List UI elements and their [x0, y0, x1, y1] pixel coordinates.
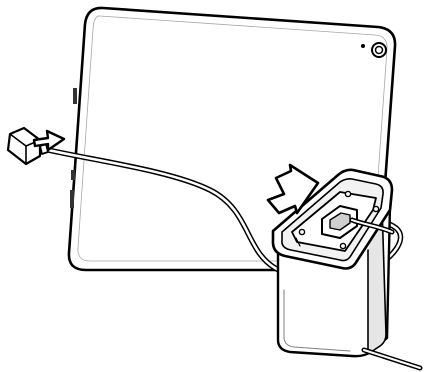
insert-arrow-left	[32, 129, 66, 152]
camera-icon	[361, 42, 387, 58]
side-button	[70, 190, 74, 208]
charging-dock	[271, 168, 423, 371]
side-button	[71, 170, 75, 180]
usb-connector	[6, 126, 49, 166]
side-button	[73, 88, 77, 104]
insert-arrow-dock	[266, 163, 320, 215]
